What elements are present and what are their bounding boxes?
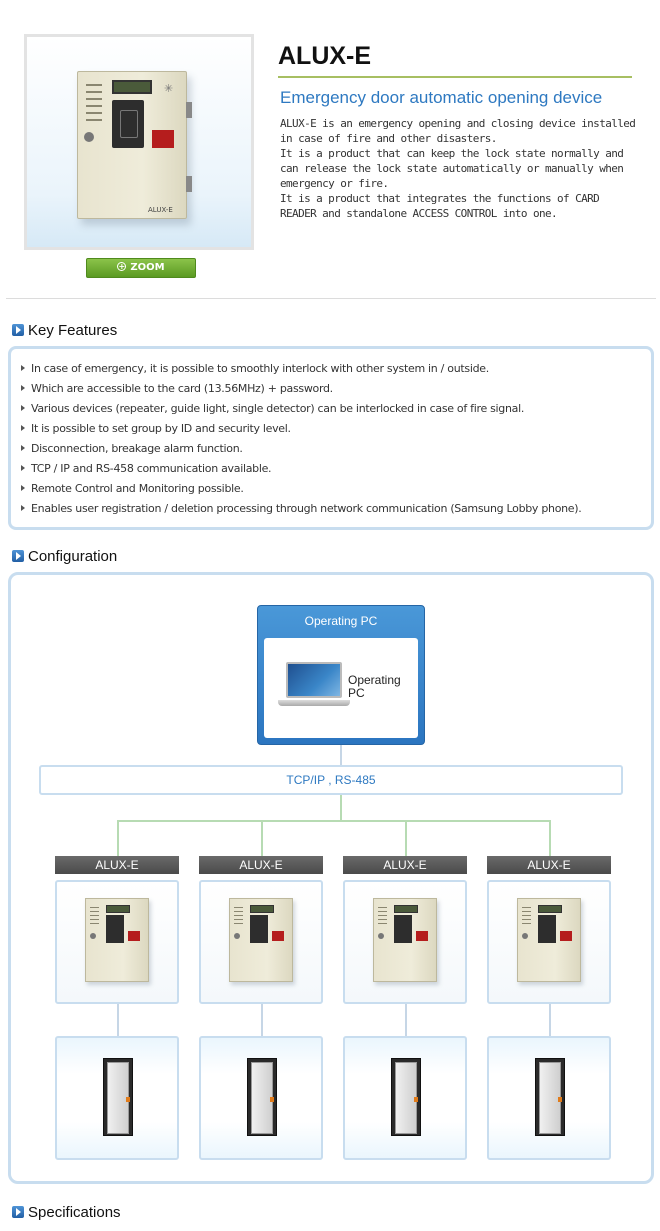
pc-panel-body: Operating PC <box>264 638 418 738</box>
arrow-box-icon <box>12 324 24 336</box>
device-image <box>85 898 149 982</box>
description-paragraph: It is a product that integrates the func… <box>280 192 600 220</box>
connector-line <box>549 820 551 856</box>
bullet-icon <box>21 365 25 371</box>
keyhole-icon <box>84 132 94 142</box>
speaker-icon: ✳ <box>164 82 174 95</box>
bullet-icon <box>21 385 25 391</box>
bullet-icon <box>21 405 25 411</box>
unit-device-box <box>487 880 611 1004</box>
unit-label: ALUX-E <box>55 856 179 874</box>
unit-label: ALUX-E <box>343 856 467 874</box>
emergency-tag <box>152 130 174 148</box>
product-title: ALUX-E <box>278 42 372 70</box>
list-item: Enables user registration / deletion pro… <box>21 499 582 519</box>
door-icon <box>247 1058 277 1136</box>
feature-text: Various devices (repeater, guide light, … <box>31 402 525 415</box>
bullet-icon <box>21 445 25 451</box>
key-features-title: Key Features <box>28 322 118 339</box>
feature-text: Which are accessible to the card (13.56M… <box>31 382 333 395</box>
key-features-box: In case of emergency, it is possible to … <box>8 346 654 530</box>
device-image <box>517 898 581 982</box>
connector-line <box>261 1004 263 1036</box>
feature-text: It is possible to set group by ID and se… <box>31 422 291 435</box>
operating-pc-panel: Operating PC Operating PC <box>257 605 425 745</box>
bullet-icon <box>21 505 25 511</box>
arrow-box-icon <box>12 550 24 562</box>
list-item: TCP / IP and RS-458 communication availa… <box>21 459 581 479</box>
unit-device-box <box>55 880 179 1004</box>
unit-device-box <box>199 880 323 1004</box>
unit-label: ALUX-E <box>199 856 323 874</box>
lcd-display <box>112 80 152 94</box>
connector-line <box>117 820 119 856</box>
unit-device-box <box>343 880 467 1004</box>
arrow-box-icon <box>12 1206 24 1218</box>
product-subtitle: Emergency door automatic opening device <box>280 88 603 107</box>
list-item: Various devices (repeater, guide light, … <box>21 399 581 419</box>
device-model-label: ALUX-E <box>148 206 173 214</box>
configuration-title: Configuration <box>28 548 118 565</box>
hinge <box>186 102 192 118</box>
list-item: Remote Control and Monitoring possible. <box>21 479 581 499</box>
bullet-icon <box>21 425 25 431</box>
title-divider <box>278 76 632 78</box>
zoom-label: ZOOM <box>130 262 165 273</box>
feature-text: Disconnection, breakage alarm function. <box>31 442 243 455</box>
laptop-icon <box>286 662 342 698</box>
description-paragraph: ALUX-E is an emergency opening and closi… <box>280 117 636 145</box>
laptop-base <box>278 700 350 706</box>
feature-text: Remote Control and Monitoring possible. <box>31 482 244 495</box>
list-item: Which are accessible to the card (13.56M… <box>21 379 581 399</box>
network-bar: TCP/IP , RS-485 <box>39 765 623 795</box>
plus-icon: + <box>117 262 127 271</box>
door-box <box>199 1036 323 1160</box>
connector-line <box>549 1004 551 1036</box>
bus-line <box>117 820 551 822</box>
product-image: ✳ ALUX-E <box>77 71 192 219</box>
product-description: ALUX-E is an emergency opening and closi… <box>280 116 636 221</box>
pc-label: Operating PC <box>348 673 401 700</box>
door-icon <box>535 1058 565 1136</box>
connector-line <box>405 1004 407 1036</box>
features-list: In case of emergency, it is possible to … <box>21 359 582 519</box>
device-image <box>229 898 293 982</box>
feature-text: In case of emergency, it is possible to … <box>31 362 489 375</box>
connector-line <box>261 820 263 856</box>
specifications-title: Specifications <box>28 1204 121 1221</box>
connector-line <box>340 745 342 765</box>
door-icon <box>391 1058 421 1136</box>
device-image <box>373 898 437 982</box>
led-indicators <box>86 84 106 126</box>
connector-line <box>117 1004 119 1036</box>
section-divider <box>6 298 656 299</box>
door-box <box>487 1036 611 1160</box>
keypad <box>112 100 144 148</box>
pc-panel-title: Operating PC <box>304 614 378 628</box>
bullet-icon <box>21 465 25 471</box>
list-item: It is possible to set group by ID and se… <box>21 419 581 439</box>
configuration-diagram: Operating PC Operating PC TCP/IP , RS-48… <box>8 572 654 1184</box>
description-paragraph: It is a product that can keep the lock s… <box>280 147 624 190</box>
connector-line <box>340 795 342 821</box>
list-item: In case of emergency, it is possible to … <box>21 359 581 379</box>
door-box <box>343 1036 467 1160</box>
specifications-heading: Specifications <box>12 1204 121 1221</box>
list-item: Disconnection, breakage alarm function. <box>21 439 581 459</box>
door-box <box>55 1036 179 1160</box>
product-image-frame: ✳ ALUX-E <box>24 34 254 250</box>
zoom-button[interactable]: +ZOOM <box>86 258 196 278</box>
feature-text: TCP / IP and RS-458 communication availa… <box>31 462 272 475</box>
key-features-heading: Key Features <box>12 322 117 339</box>
configuration-heading: Configuration <box>12 548 117 565</box>
feature-text: Enables user registration / deletion pro… <box>31 502 582 515</box>
unit-label: ALUX-E <box>487 856 611 874</box>
bullet-icon <box>21 485 25 491</box>
connector-line <box>405 820 407 856</box>
door-icon <box>103 1058 133 1136</box>
hinge <box>186 176 192 192</box>
